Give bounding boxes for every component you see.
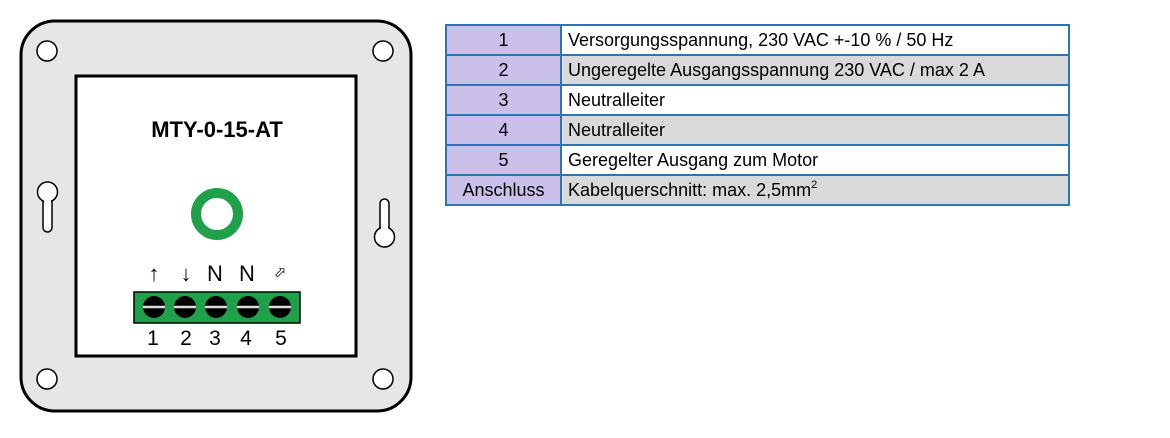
terminal-symbol-5: ⬀ <box>274 264 287 281</box>
screw-hole-bottom-right <box>372 368 394 390</box>
keyhole-slot-right <box>373 198 396 248</box>
terminal-number-3: 3 <box>209 327 221 350</box>
terminal-screw-5 <box>269 296 291 318</box>
device-illustration: MTY-0-15-AT ↑ ↓ N N ⬀ 1 2 3 4 5 <box>19 19 413 413</box>
description-cell: Kabelquerschnitt: max. 2,5mm2 <box>560 174 1070 206</box>
terminal-spec-table: 1 Versorgungsspannung, 230 VAC +-10 % / … <box>445 24 1070 206</box>
terminal-number-cell: 2 <box>445 54 562 86</box>
terminal-symbol-2: ↓ <box>181 261 192 286</box>
terminal-number-cell: 5 <box>445 144 562 176</box>
terminal-screw-1 <box>143 296 165 318</box>
terminal-number-cell: 4 <box>445 114 562 146</box>
terminal-number-cell: 1 <box>445 24 562 56</box>
terminal-number-1: 1 <box>147 327 159 350</box>
terminal-screw-2 <box>174 296 196 318</box>
table-row: 5 Geregelter Ausgang zum Motor <box>445 144 1070 176</box>
keyhole-slot-left <box>36 181 59 233</box>
terminal-symbol-3: N <box>207 261 223 286</box>
table-row: Anschluss Kabelquerschnitt: max. 2,5mm2 <box>445 174 1070 206</box>
terminal-screw-3 <box>205 296 227 318</box>
description-cell: Ungeregelte Ausgangsspannung 230 VAC / m… <box>560 54 1070 86</box>
terminal-symbol-4: N <box>239 261 255 286</box>
screw-hole-bottom-left <box>36 368 58 390</box>
terminal-symbol-1: ↑ <box>149 261 160 286</box>
table-row: 2 Ungeregelte Ausgangsspannung 230 VAC /… <box>445 54 1070 86</box>
table-row: 1 Versorgungsspannung, 230 VAC +-10 % / … <box>445 24 1070 56</box>
description-cell: Versorgungsspannung, 230 VAC +-10 % / 50… <box>560 24 1070 56</box>
terminal-number-2: 2 <box>180 327 192 350</box>
screw-hole-top-left <box>36 40 58 62</box>
model-label: MTY-0-15-AT <box>151 117 283 142</box>
description-cell: Neutralleiter <box>560 114 1070 146</box>
description-cell: Neutralleiter <box>560 84 1070 116</box>
connection-label-cell: Anschluss <box>445 174 562 206</box>
terminal-screws <box>143 296 291 318</box>
terminal-number-cell: 3 <box>445 84 562 116</box>
terminal-number-4: 4 <box>240 327 252 350</box>
superscript-exponent: 2 <box>811 179 818 191</box>
terminal-screw-4 <box>237 296 259 318</box>
cable-cross-section-text: Kabelquerschnitt: max. 2,5mm <box>568 180 812 200</box>
terminal-number-5: 5 <box>275 327 287 350</box>
table-row: 4 Neutralleiter <box>445 114 1070 146</box>
description-cell: Geregelter Ausgang zum Motor <box>560 144 1070 176</box>
adjustment-knob[interactable] <box>191 188 243 240</box>
screw-hole-top-right <box>372 40 394 62</box>
table-row: 3 Neutralleiter <box>445 84 1070 116</box>
